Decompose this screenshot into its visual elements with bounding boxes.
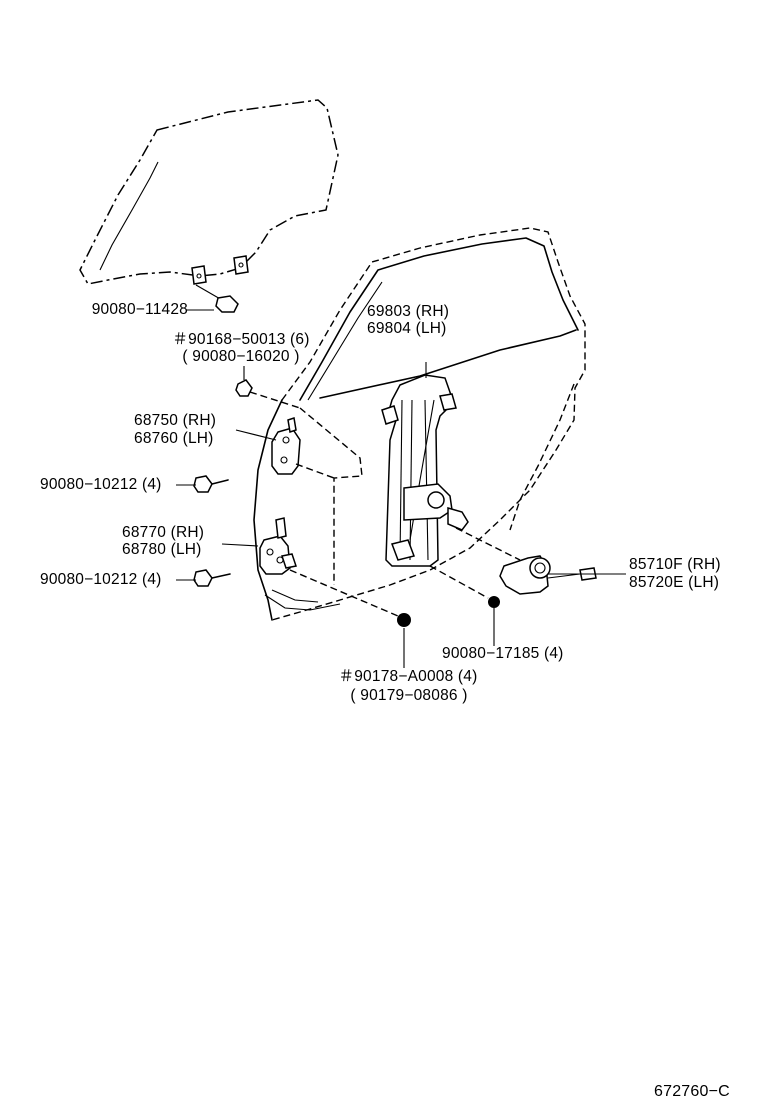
label-screw-a-line2: ( 90080−16020 ): [182, 348, 300, 365]
label-screw-a-line1: ＃90168−50013 (6): [172, 331, 310, 348]
door-glass: [79, 99, 339, 285]
window-regulator: [381, 362, 469, 567]
label-motor-lh: 85720E (LH): [629, 574, 720, 591]
door-panel-outline: [253, 227, 586, 621]
upper-hinge: [235, 417, 335, 479]
regulator-motor: [455, 527, 626, 595]
label-upper-hinge-rh: 68750 (RH): [134, 412, 217, 429]
lower-hinge: [221, 517, 297, 575]
label-nut-b-line2: ( 90179−08086 ): [350, 687, 468, 704]
label-lower-hinge-lh: 68780 (LH): [122, 541, 202, 558]
hinge-bolt-upper: [176, 475, 229, 493]
glass-bolt: [186, 284, 239, 313]
nut-b: [289, 569, 411, 668]
motor-nut: [429, 565, 500, 646]
label-regulator-rh: 69803 (RH): [367, 303, 450, 320]
label-glass-bolt: 90080−11428: [91, 301, 188, 318]
label-nut-b-line1: ＃90178−A0008 (4): [338, 668, 478, 685]
label-upper-hinge-lh: 68760 (LH): [134, 430, 214, 447]
diagram-code: 672760−C: [654, 1083, 730, 1100]
label-motor-rh: 85710F (RH): [629, 556, 721, 573]
screw-a: [235, 366, 301, 409]
label-lower-hinge-rh: 68770 (RH): [122, 524, 205, 541]
label-regulator-lh: 69804 (LH): [367, 320, 447, 337]
hinge-bolt-lower: [176, 569, 231, 587]
label-bolt-upper: 90080−10212 (4): [40, 476, 162, 493]
label-motor-nut: 90080−17185 (4): [442, 645, 564, 662]
label-bolt-lower: 90080−10212 (4): [40, 571, 162, 588]
